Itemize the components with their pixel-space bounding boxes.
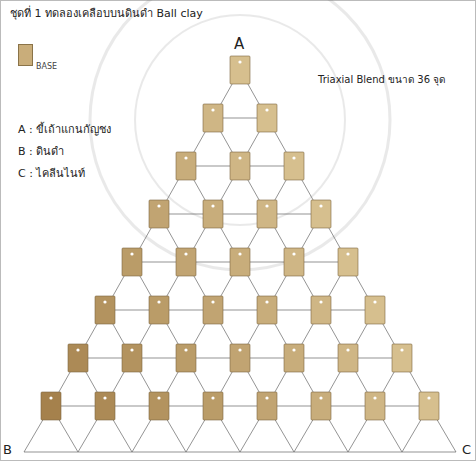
- glaze-tile: [230, 248, 250, 276]
- legend-text: BASE: [36, 62, 57, 71]
- watermark-seal: [90, 0, 390, 270]
- glaze-tile: [284, 248, 304, 276]
- glaze-tile: [392, 344, 412, 372]
- glaze-tile: [365, 392, 385, 420]
- glaze-tile: [365, 296, 385, 324]
- glaze-tile: [257, 104, 277, 132]
- glaze-tile: [176, 248, 196, 276]
- glaze-tile: [257, 200, 277, 228]
- glaze-tile: [311, 296, 331, 324]
- corner-letter: C: [462, 443, 471, 458]
- glaze-tile: [149, 296, 169, 324]
- glaze-tile: [203, 104, 223, 132]
- title: ชุดที่ 1 ทดลองเคลือบบนดินดำ Ball clay: [10, 8, 203, 21]
- glaze-tile: [68, 344, 88, 372]
- glaze-tile: [338, 344, 358, 372]
- glaze-tile: [176, 152, 196, 180]
- legend-swatch: [18, 44, 33, 66]
- glaze-tile: [230, 152, 250, 180]
- glaze-tile: [284, 152, 304, 180]
- glaze-tile: [203, 200, 223, 228]
- glaze-tile: [311, 392, 331, 420]
- corner-letter: B: [3, 443, 12, 458]
- glaze-tile: [122, 344, 142, 372]
- glaze-tile: [257, 296, 277, 324]
- glaze-tile: [203, 296, 223, 324]
- glaze-tile: [95, 392, 115, 420]
- glaze-tile: [95, 296, 115, 324]
- glaze-tile: [284, 344, 304, 372]
- note-label: B : ดินดำ: [18, 146, 64, 159]
- note-label: A : ขี้เถ้าแกนกัญชง: [18, 124, 111, 137]
- glaze-tile: [41, 392, 61, 420]
- glaze-tile: [257, 392, 277, 420]
- glaze-tile: [149, 200, 169, 228]
- glaze-tile: [149, 392, 169, 420]
- glaze-tile: [203, 392, 223, 420]
- glaze-tile: [122, 248, 142, 276]
- glaze-tile: [311, 200, 331, 228]
- note-label: Triaxial Blend ขนาด 36 จุด: [318, 74, 445, 86]
- corner-letter: A: [234, 36, 244, 53]
- glaze-tile: [419, 392, 439, 420]
- glaze-tile: [230, 56, 250, 84]
- glaze-tile: [176, 344, 196, 372]
- glaze-tile: [230, 344, 250, 372]
- glaze-tile: [338, 248, 358, 276]
- note-label: C : ไคลีนไนท์: [18, 168, 85, 181]
